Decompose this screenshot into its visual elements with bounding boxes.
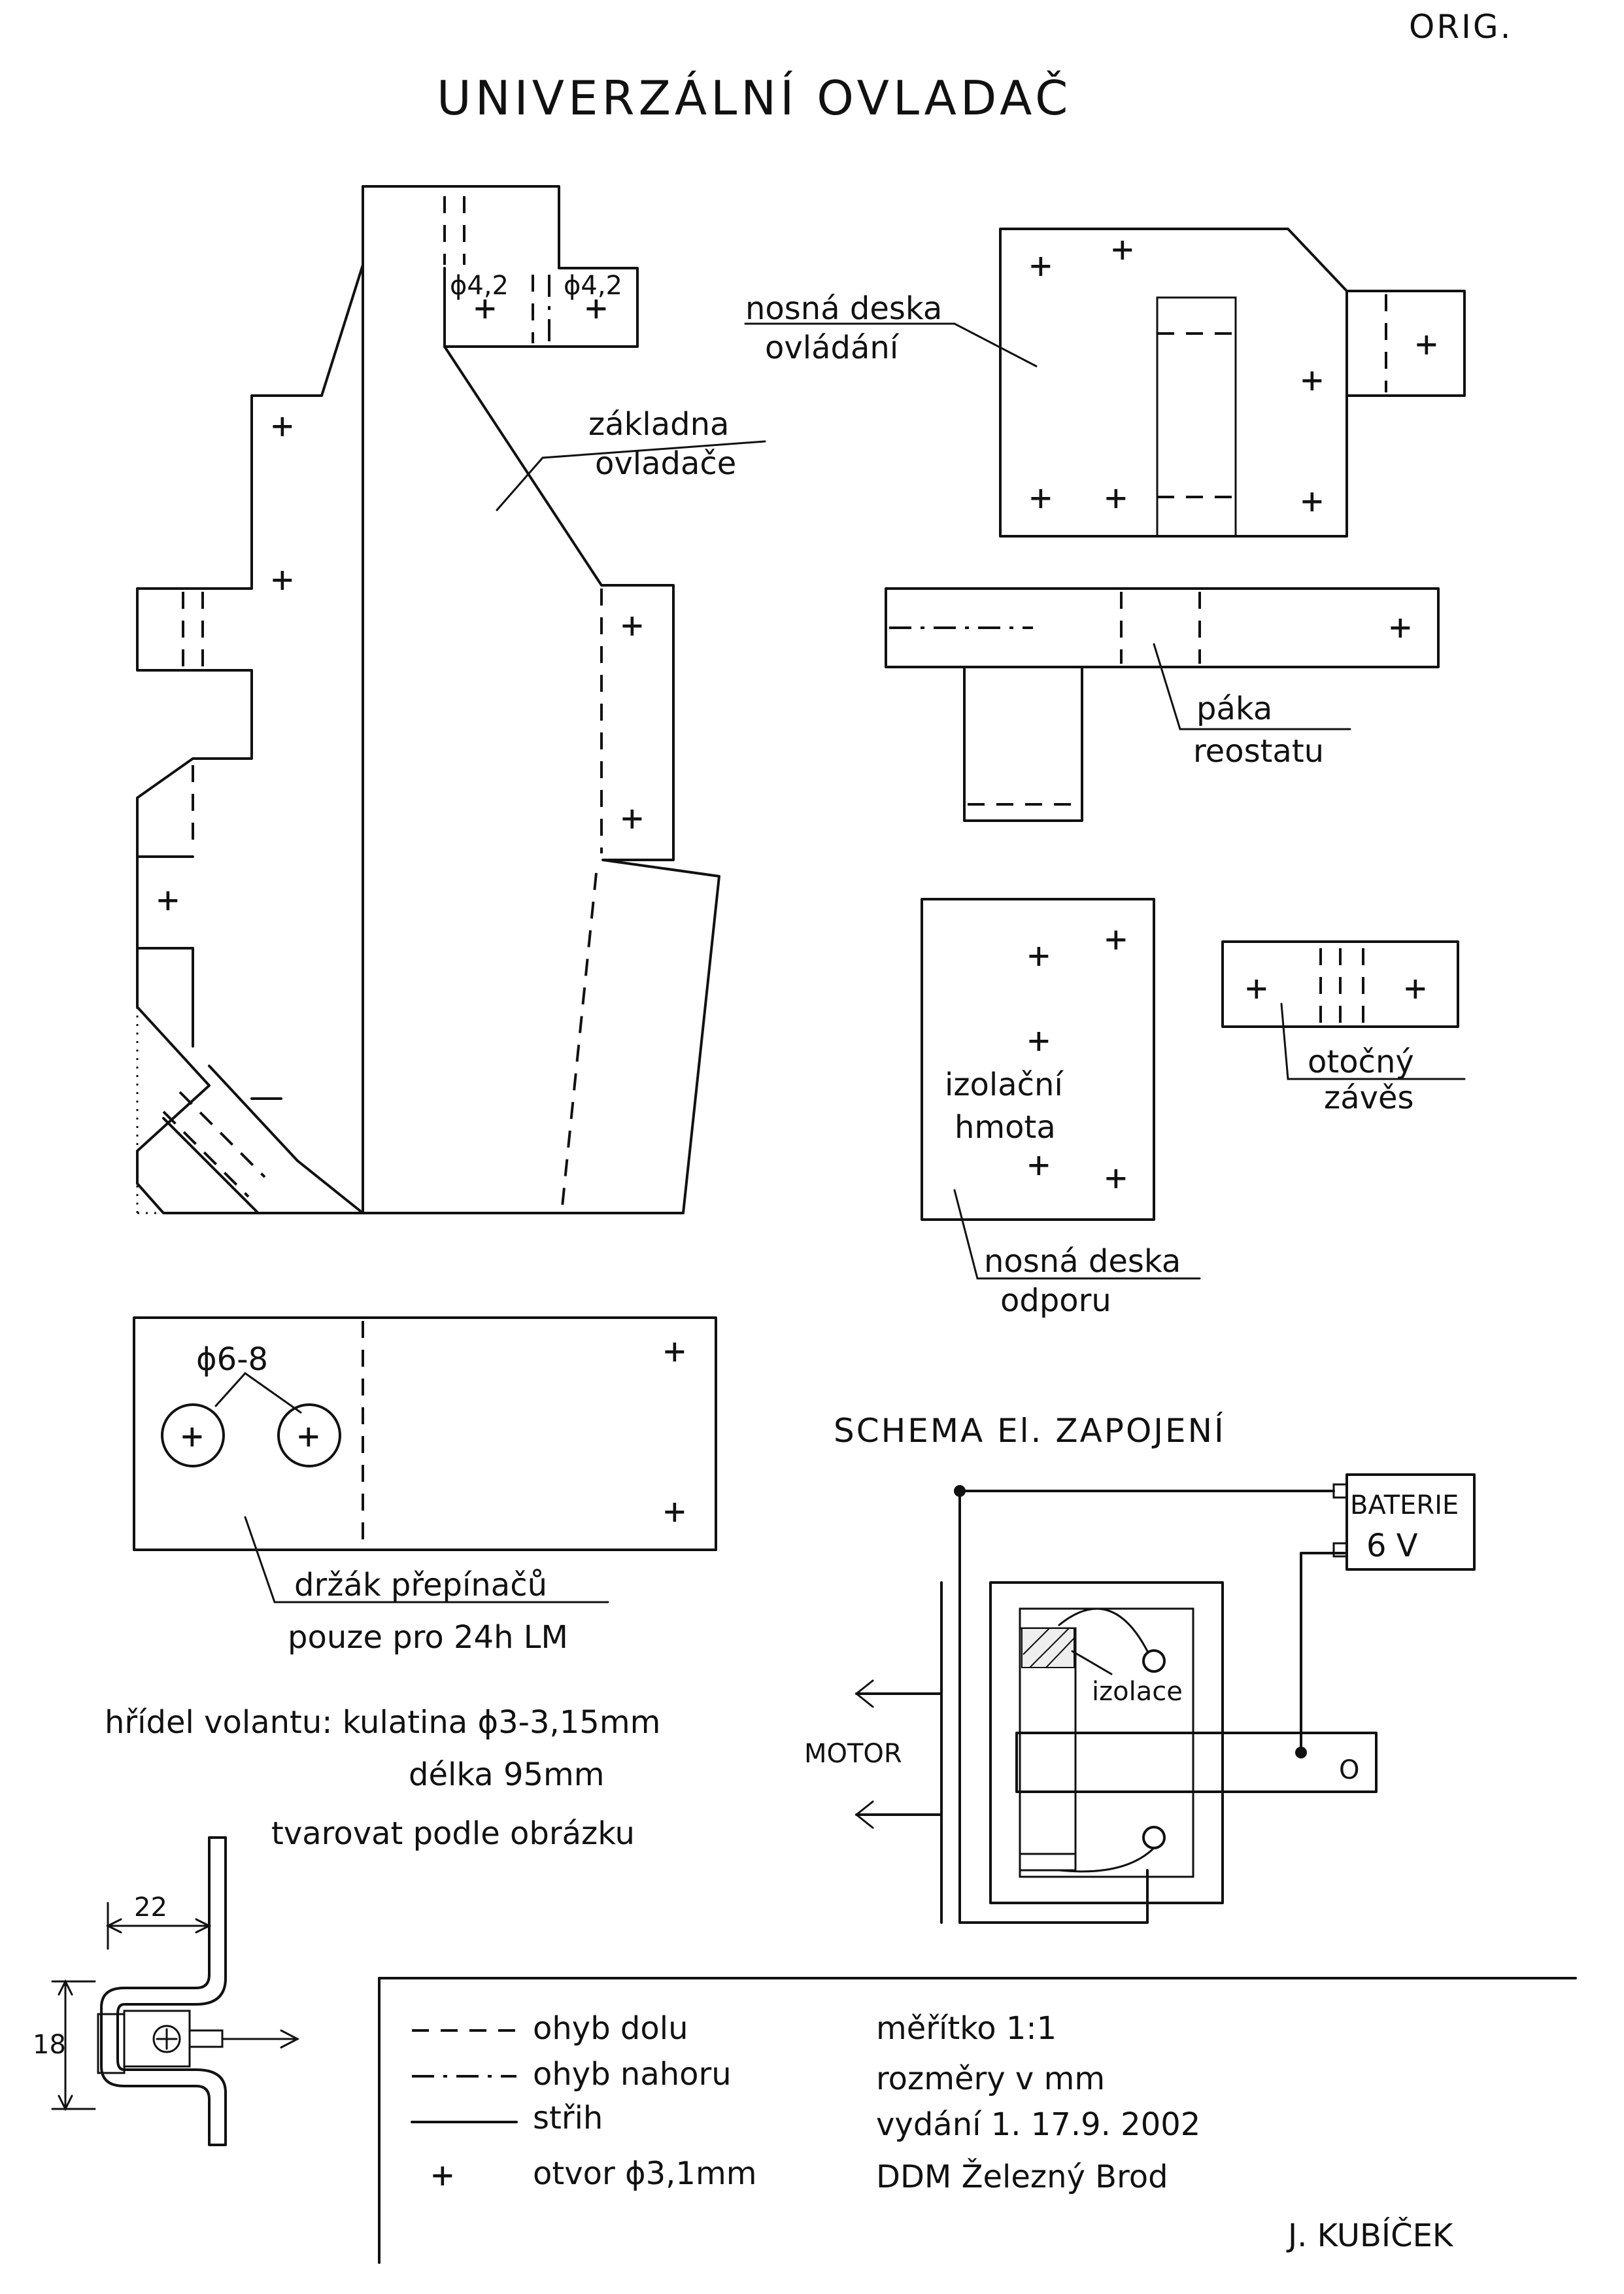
shaft-line-1: hřídel volantu: kulatina ϕ3-3,15mm xyxy=(105,1704,660,1741)
svg-text:+: + xyxy=(1030,245,1052,287)
holder-label-1: držák přepínačů xyxy=(294,1567,547,1603)
shaft-dim-height: 18 xyxy=(33,2030,66,2060)
shaft-line-2: délka 95mm xyxy=(409,1756,605,1793)
base-part: + + + + + + + ϕ4,2 ϕ4,2 základna ovladač… xyxy=(136,185,766,1214)
legend-box: ohyb dolu ohyb nahoru střih + otvor ϕ3,1… xyxy=(378,1977,1577,2264)
schema-title: SCHEMA El. ZAPOJENÍ xyxy=(834,1411,1226,1450)
svg-text:+: + xyxy=(1028,1019,1050,1062)
insulating-mass-label-1: izolační xyxy=(945,1067,1064,1103)
hinge-label-1: otočný xyxy=(1308,1044,1414,1080)
legend-otvor: otvor ϕ3,1mm xyxy=(533,2155,756,2192)
svg-text:+: + xyxy=(664,1490,686,1533)
resistor-plate-part: + + + + + izolační hmota nosná deska odp… xyxy=(921,898,1201,1319)
base-hole-1-label: ϕ4,2 xyxy=(450,271,509,301)
base-label-2: ovladače xyxy=(595,445,736,482)
resistor-plate-label-1: nosná deska xyxy=(984,1243,1181,1280)
svg-text:+: + xyxy=(1030,477,1052,519)
svg-text:+: + xyxy=(1415,323,1438,366)
svg-text:+: + xyxy=(271,405,294,447)
info-units: rozměry v mm xyxy=(876,2061,1105,2097)
svg-text:+: + xyxy=(1389,606,1412,649)
lever-label-1: páka xyxy=(1196,691,1272,727)
legend-ohyb-dolu: ohyb dolu xyxy=(533,2010,688,2047)
control-plate-label-2: ovládání xyxy=(765,330,900,366)
lever-label-2: reostatu xyxy=(1193,733,1324,770)
svg-text:+: + xyxy=(1028,934,1050,977)
base-label-1: základna xyxy=(588,406,729,443)
control-plate-part: + + + + + + + nosná deska ovládání xyxy=(744,228,1466,538)
svg-text:+: + xyxy=(297,1415,320,1458)
orig-mark: ORIG. xyxy=(1409,8,1512,46)
svg-text:+: + xyxy=(621,604,643,647)
battery-label-2: 6 V xyxy=(1366,1528,1418,1564)
shaft-dim-width: 22 xyxy=(134,1892,167,1923)
shaft-line-3: tvarovat podle obrázku xyxy=(271,1815,635,1852)
author-signature: J. KUBÍČEK xyxy=(1286,2217,1454,2254)
control-plate-label-1: nosná deska xyxy=(745,290,942,327)
info-org: DDM Železný Brod xyxy=(876,2158,1168,2195)
insulation-label: izolace xyxy=(1092,1677,1183,1707)
legend-strih: střih xyxy=(533,2100,603,2136)
page-title: UNIVERZÁLNÍ OVLADAČ xyxy=(437,71,1072,126)
info-issue: vydání 1. 17.9. 2002 xyxy=(876,2106,1200,2143)
svg-text:+: + xyxy=(1105,477,1127,519)
lever-contact-label: O xyxy=(1339,1755,1359,1785)
hinge-label-2: závěs xyxy=(1324,1080,1414,1116)
info-scale: měřítko 1:1 xyxy=(876,2010,1057,2047)
svg-text:+: + xyxy=(1301,359,1323,402)
switch-holder-part: + + + + ϕ6-8 držák přepínačů pouze pro 2… xyxy=(133,1316,717,1656)
svg-text:+: + xyxy=(664,1330,686,1373)
shaft-sketch: 22 18 xyxy=(33,1836,300,2146)
svg-text:+: + xyxy=(181,1415,203,1458)
holder-label-2: pouze pro 24h LM xyxy=(288,1619,568,1656)
svg-text:+: + xyxy=(1404,967,1427,1010)
svg-text:+: + xyxy=(157,879,179,921)
insulating-mass-label-2: hmota xyxy=(955,1109,1056,1146)
legend-ohyb-nahoru: ohyb nahoru xyxy=(533,2056,732,2093)
svg-text:+: + xyxy=(1245,967,1268,1010)
battery-label-1: BATERIE xyxy=(1350,1490,1459,1520)
legend-hole-symbol: + xyxy=(431,2154,454,2197)
holder-hole-dim: ϕ6-8 xyxy=(196,1341,268,1378)
wiring-schema: SCHEMA El. ZAPOJENÍ BATERIE 6 V izolace … xyxy=(804,1411,1476,1924)
motor-label: MOTOR xyxy=(804,1739,902,1769)
svg-text:+: + xyxy=(474,287,496,330)
svg-text:+: + xyxy=(1111,228,1134,271)
svg-text:+: + xyxy=(1105,1157,1127,1199)
svg-text:+: + xyxy=(1301,480,1323,522)
svg-text:+: + xyxy=(585,287,607,330)
pivot-hinge-part: + + otočný závěs xyxy=(1221,940,1466,1116)
svg-text:+: + xyxy=(621,797,643,840)
svg-text:+: + xyxy=(271,558,294,601)
resistor-plate-label-2: odporu xyxy=(1000,1282,1111,1319)
base-hole-2-label: ϕ4,2 xyxy=(564,271,622,301)
rheostat-lever-part: + páka reostatu xyxy=(885,587,1440,822)
svg-text:+: + xyxy=(1028,1144,1050,1186)
svg-text:+: + xyxy=(1105,918,1127,961)
